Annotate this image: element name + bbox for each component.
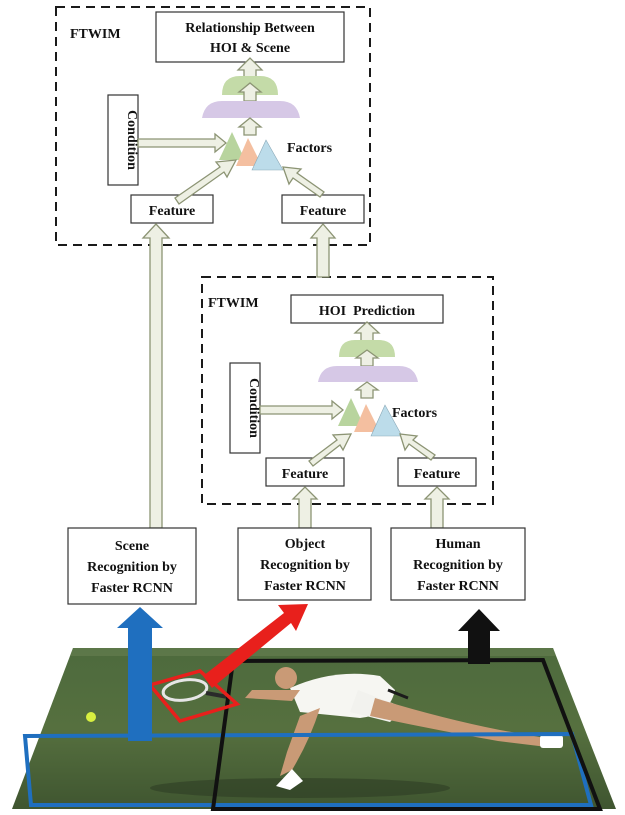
human-to-lower-arrow <box>423 486 451 529</box>
lower-to-upper-arrow <box>309 223 337 278</box>
scene-arrow-icon <box>117 607 163 741</box>
upper-factor-triangle-orange <box>236 138 262 166</box>
lower-factor-triangle-green <box>338 398 364 426</box>
object-recognition-line-1: Object <box>285 537 326 552</box>
lower-green-bar <box>339 340 395 357</box>
human-bounding-box <box>210 657 603 811</box>
scene-recognition-line-3: Faster RCNN <box>91 581 173 596</box>
lower-arrow-factors <box>354 381 380 399</box>
upper-arrow-factors <box>237 117 263 136</box>
upper-factors-label: Factors <box>287 141 333 156</box>
object-arrow-icon <box>203 604 308 688</box>
lower-factors-label: Factors <box>392 406 438 421</box>
upper-ftwim-frame <box>55 6 371 246</box>
scene-recognition-line-2: Recognition by <box>87 560 177 575</box>
object-recognition-line-2: Recognition by <box>260 558 350 573</box>
object-recognition-box <box>237 527 372 601</box>
upper-feature-right-label: Feature <box>300 204 346 219</box>
upper-feature-left-label: Feature <box>149 204 195 219</box>
human-recognition-box <box>390 527 526 601</box>
lower-arrow-condition <box>259 399 345 421</box>
upper-output-box <box>155 11 345 63</box>
lower-output-label: HOI Prediction <box>319 304 415 319</box>
scene-recognition-line-1: Scene <box>115 539 149 554</box>
lower-arrow-to-output <box>353 321 381 344</box>
upper-factor-triangle-green <box>219 132 245 160</box>
tennis-ball <box>86 712 96 722</box>
object-bounding-box <box>146 669 241 724</box>
upper-condition-label: Condition <box>124 110 139 170</box>
lower-arrow-feature-left <box>308 433 353 467</box>
lower-condition-box <box>229 362 261 454</box>
lower-feature-right-label: Feature <box>414 467 460 482</box>
lower-ftwim-frame <box>201 276 494 505</box>
human-arrow-icon <box>458 609 500 664</box>
upper-factor-triangle-blue <box>251 139 284 171</box>
lower-arrow-feature-right <box>399 433 436 461</box>
object-to-lower-arrow <box>291 486 319 529</box>
upper-arrow-condition <box>137 132 228 154</box>
upper-output-line-2: HOI & Scene <box>210 41 290 56</box>
player-shadow <box>150 778 450 798</box>
lower-feature-right <box>397 457 477 487</box>
upper-arrow-bar <box>237 82 263 102</box>
upper-condition-box <box>107 94 139 186</box>
human-recognition-line-3: Faster RCNN <box>417 579 499 594</box>
object-recognition-line-3: Faster RCNN <box>264 579 346 594</box>
lower-feature-left <box>265 457 345 487</box>
lower-factor-triangle-blue <box>370 404 403 437</box>
lower-purple-bar <box>318 366 418 382</box>
lower-feature-left-label: Feature <box>282 467 328 482</box>
upper-arrow-feature-left <box>174 159 238 205</box>
upper-feature-right <box>281 194 365 224</box>
scene-recognition-box <box>67 527 197 605</box>
court-far-edge <box>70 648 556 656</box>
scene-to-upper-arrow <box>141 223 171 529</box>
human-recognition-line-2: Recognition by <box>413 558 503 573</box>
lower-arrow-bar <box>354 349 380 367</box>
lower-condition-label: Condition <box>246 378 261 438</box>
lower-output-box <box>290 294 444 324</box>
scene-bounding-box <box>22 731 594 807</box>
human-recognition-line-1: Human <box>435 537 480 552</box>
upper-arrow-feature-right <box>282 166 325 198</box>
upper-purple-bar <box>202 101 300 118</box>
upper-ftwim-title: FTWIM <box>70 27 121 42</box>
upper-output-line-1: Relationship Between <box>185 21 315 36</box>
lower-factor-triangle-orange <box>354 404 380 432</box>
lower-ftwim-title: FTWIM <box>208 296 259 311</box>
upper-feature-left <box>130 194 214 224</box>
tennis-racket <box>161 678 229 702</box>
